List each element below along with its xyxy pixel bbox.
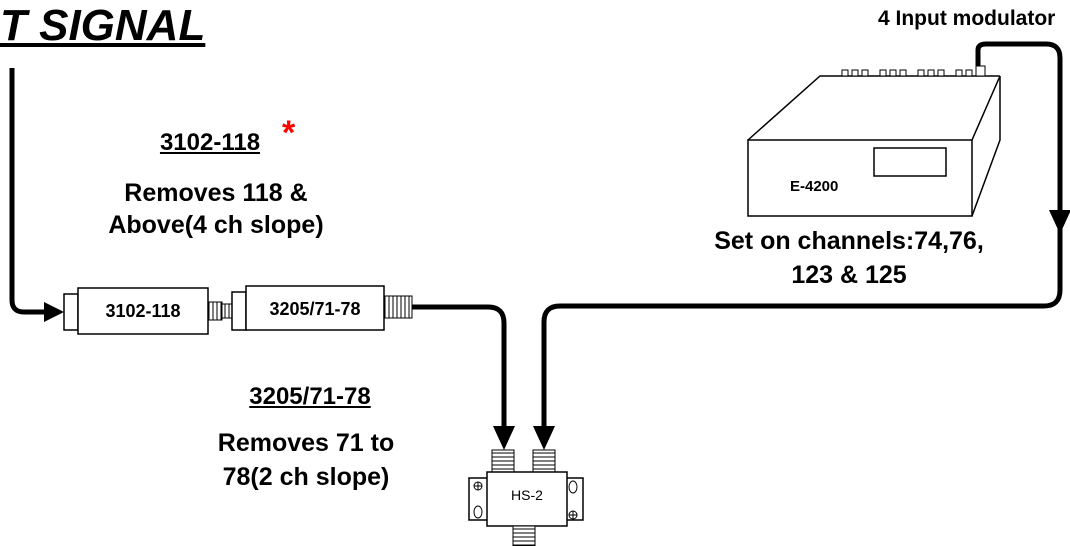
modulator-arrow-mid [1049, 210, 1070, 234]
filter2-desc-line1: Removes 71 to [217, 429, 395, 457]
filter2-heading: 3205/71-78 [249, 383, 371, 410]
filter1-desc-line2: Above(4 ch slope) [108, 211, 324, 239]
combiner-device [468, 449, 584, 546]
modulator-note-line2: 123 & 125 [791, 261, 907, 289]
modulator-device [747, 65, 1001, 217]
filter2-box-label: 3205/71-78 [269, 299, 361, 319]
modulator-note-line1: Set on channels:74,76, [714, 227, 984, 255]
filter1-asterisk: * [282, 114, 296, 152]
modulator-heading: 4 Input modulator [878, 7, 1056, 30]
filter1-box-label: 3102-118 [105, 301, 181, 321]
input-arrow-head [44, 302, 64, 322]
filter1-heading: 3102-118 [159, 129, 261, 156]
modulator-model-label: E-4200 [790, 178, 839, 195]
modulator-output-arrow-head [533, 426, 555, 450]
filter2-desc-line2: 78(2 ch slope) [222, 463, 390, 491]
filter-output-cable [412, 304, 507, 428]
modulator-output-cable [541, 41, 1063, 428]
filter-chain [63, 285, 413, 335]
filter-output-arrow-head [493, 426, 515, 450]
filter1-desc-line1: Removes 118 & [124, 179, 308, 207]
combiner-label: HS-2 [511, 487, 543, 503]
input-cable [9, 68, 46, 315]
page-title: T SIGNAL [0, 1, 206, 50]
